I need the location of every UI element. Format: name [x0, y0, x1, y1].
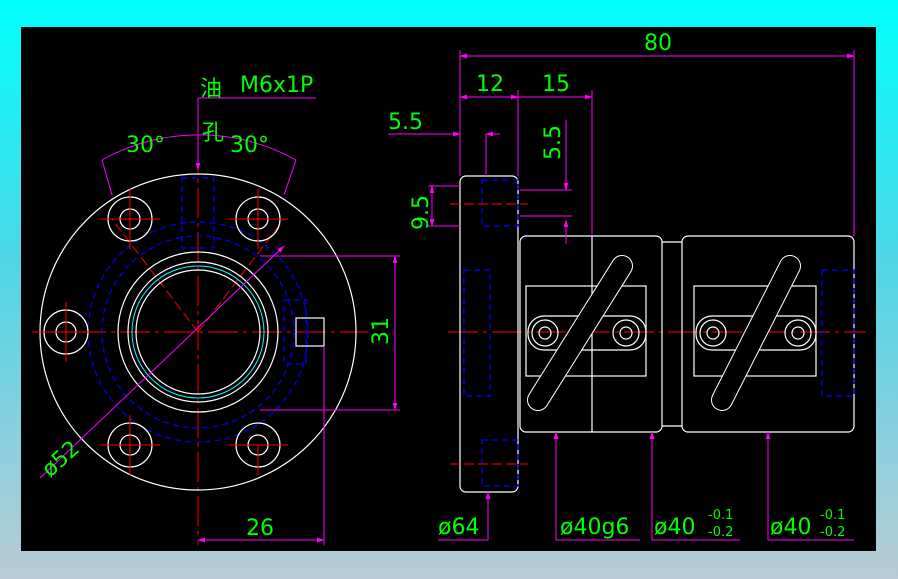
side-body-left: [519, 235, 663, 433]
dim-5-5-v-label: 5.5: [541, 125, 566, 160]
thread-label: M6x1P: [240, 73, 313, 98]
side-hole-centerlines: [450, 203, 528, 465]
side-panels: [525, 236, 817, 432]
body-circle: [117, 251, 279, 413]
side-dimensions: [388, 50, 855, 541]
dia-40-b-label: ø40: [770, 515, 811, 540]
dim-31-label: 31: [369, 317, 394, 345]
angle-label-right: 30°: [230, 133, 269, 158]
tol-b-lower: -0.2: [820, 525, 845, 540]
front-dimensions: [39, 97, 400, 545]
oil-port: [295, 317, 325, 347]
dim-26-label: 26: [246, 516, 274, 541]
bore-circle: [127, 261, 269, 403]
dia-64-label: ø64: [438, 515, 479, 540]
front-view: 油 孔 M6x1P 30° 30° ø52 26 31: [32, 73, 400, 545]
oil-label-char2: 孔: [202, 121, 224, 146]
tol-a-lower: -0.2: [708, 525, 733, 540]
side-flange: [459, 175, 519, 493]
dim-12-label: 12: [476, 72, 504, 97]
bolt-holes: [36, 189, 288, 475]
dim-9-5-label: 9.5: [409, 195, 434, 230]
tol-b-upper: -0.1: [820, 508, 845, 523]
oil-label-char1: 油: [200, 77, 222, 102]
side-hidden-lines: [463, 179, 855, 487]
ballnut-drawing: 油 孔 M6x1P 30° 30° ø52 26 31: [32, 31, 866, 545]
cad-drawing-canvas[interactable]: 油 孔 M6x1P 30° 30° ø52 26 31: [21, 27, 876, 551]
angle-label-left: 30°: [126, 133, 165, 158]
bore-inner-circle: [135, 269, 261, 395]
dim-15-label: 15: [542, 72, 570, 97]
tol-a-upper: -0.1: [708, 508, 733, 523]
dia-52-label: ø52: [37, 436, 85, 482]
thread-circle: [131, 265, 265, 399]
dim-5-5-h-label: 5.5: [388, 110, 423, 135]
front-centerlines: [32, 100, 368, 545]
side-view: 80 12 15 5.5 5.5 9.5 ø64 ø40g6 ø40 -0.1 …: [388, 31, 866, 541]
dim-80-label: 80: [644, 31, 672, 56]
dia-40-a-label: ø40: [654, 515, 695, 540]
side-body-right: [681, 235, 855, 433]
dia-40g6-label: ø40g6: [560, 515, 629, 540]
